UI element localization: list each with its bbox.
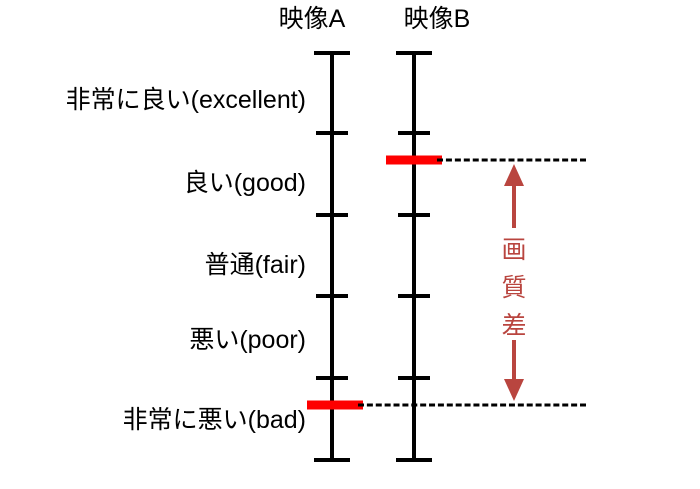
scale-axis-video-b [412,52,416,462]
quality-difference-char-2: 質 [501,274,527,302]
scale-a-tick-top [314,51,350,55]
scale-label-good: 良い(good) [183,169,306,197]
scale-b-tick-3 [398,294,430,298]
scale-label-bad: 非常に悪い(bad) [122,406,306,434]
scale-axis-video-a [330,52,334,462]
scale-a-tick-4 [316,376,348,380]
scale-label-excellent: 非常に良い(excellent) [65,86,306,114]
column-header-video-a: 映像A [278,5,346,33]
column-header-video-b: 映像B [403,5,471,33]
scale-b-tick-1 [398,131,430,135]
quality-difference-char-3: 差 [501,312,527,340]
quality-difference-label: 画 質 差 [494,231,534,345]
quality-difference-char-1: 画 [501,236,527,264]
scale-b-tick-bottom [396,458,432,462]
scale-a-tick-3 [316,294,348,298]
scale-b-tick-4 [398,376,430,380]
rating-marker-video-a [307,400,363,410]
scale-label-poor: 悪い(poor) [189,326,306,354]
scale-a-tick-1 [316,131,348,135]
scale-b-tick-top [396,51,432,55]
scale-a-tick-bottom [314,458,350,462]
scale-b-tick-2 [398,213,430,217]
leader-line-video-b [437,158,586,162]
rating-marker-video-b [386,155,442,165]
scale-a-tick-2 [316,213,348,217]
leader-line-video-a [358,403,586,407]
scale-label-fair: 普通(fair) [204,251,306,279]
